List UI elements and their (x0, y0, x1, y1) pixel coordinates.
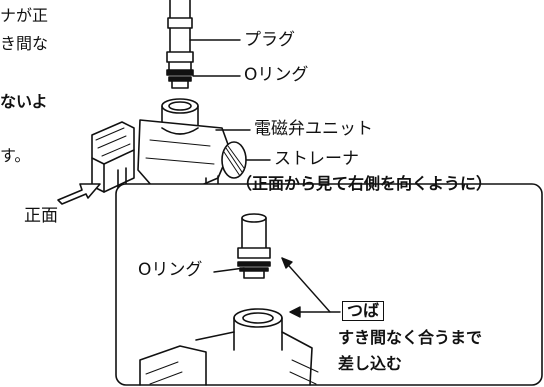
instruction-line-2: 差し込む (338, 354, 403, 373)
instruction-line-1: すき間なく合うまで (338, 328, 483, 347)
left-fragment-2: き間な (0, 34, 49, 53)
flange-label: つば (342, 301, 385, 321)
inset-plug-drawing (237, 213, 271, 279)
o-ring-drawing (166, 69, 194, 89)
front-arrow-drawing (57, 183, 101, 205)
inset-frame (115, 183, 543, 386)
left-fragment-1: ナが正 (0, 6, 49, 25)
plug-label: プラグ (244, 30, 295, 50)
left-fragment-4: す。 (0, 146, 31, 165)
inset-arrows (213, 257, 341, 318)
plug-drawing (166, 0, 194, 71)
front-label: 正面 (24, 206, 58, 226)
left-fragment-3: ないよ (0, 92, 48, 111)
strainer-label: ストレーナ (274, 149, 359, 169)
leader-lines-top (189, 39, 271, 161)
o-ring-label: Oリング (244, 65, 309, 85)
solenoid-valve-unit-label: 電磁弁ユニット (254, 119, 373, 139)
inset-valve-drawing (139, 308, 319, 386)
strainer-note: （正面から見て右側を向くように） (236, 174, 493, 193)
inset-o-ring-label: Oリング (138, 260, 203, 280)
